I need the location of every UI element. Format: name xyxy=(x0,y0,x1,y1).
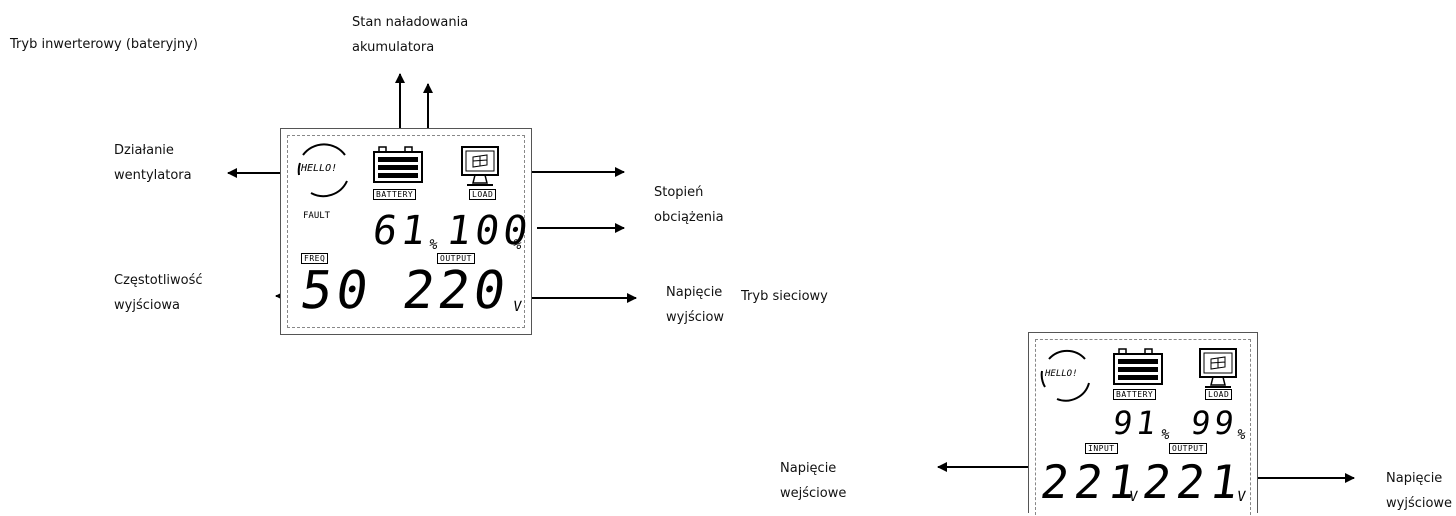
battery-tag: BATTERY xyxy=(1113,389,1157,400)
label-load: Stopień obciążenia xyxy=(654,185,724,225)
label-mains-mode: Tryb sieciowy xyxy=(741,289,828,304)
lcd-panel-mains: HELLO! BATTERY LOAD 91 % 99 % INPUT OUTP… xyxy=(1028,332,1258,515)
fault-indicator: FAULT xyxy=(303,211,331,221)
lcd-panel-border-2 xyxy=(1035,339,1251,515)
battery-level-readout: 91 xyxy=(1110,404,1163,442)
load-tag: LOAD xyxy=(469,189,497,200)
output-tag: OUTPUT xyxy=(1169,443,1207,454)
output-voltage-readout: 221 xyxy=(1139,455,1248,509)
lcd-panel-border xyxy=(287,135,525,328)
load-level-readout: 99 xyxy=(1188,404,1241,442)
lcd-panel-inverter: HELLO! FAULT BATTERY LOAD 61 % 100 % FRE… xyxy=(280,128,534,335)
load-monitor-icon xyxy=(1199,348,1237,388)
label-output-voltage: Napięcie wyjściow xyxy=(666,285,725,325)
output-voltage-readout: 220 xyxy=(398,261,514,321)
label-output-voltage-2: Napięcie wyjściowe xyxy=(1386,471,1453,511)
load-tag: LOAD xyxy=(1205,389,1233,400)
fan-ring-icon xyxy=(1040,349,1090,402)
battery-icon xyxy=(373,146,423,183)
label-input-voltage-2: Napięcie wejściowe xyxy=(780,461,847,501)
hello-text: HELLO! xyxy=(1045,369,1078,379)
battery-icon xyxy=(1113,348,1163,385)
output-frequency-readout: 50 xyxy=(296,261,376,321)
label-inverter-mode: Tryb inwerterowy (bateryjny) xyxy=(10,37,198,52)
battery-level-readout: 61 xyxy=(369,208,433,254)
label-battery-charge: Stan naładowania akumulatora xyxy=(352,15,469,55)
fan-ring-icon xyxy=(297,143,348,198)
hello-text: HELLO! xyxy=(301,163,338,174)
output-tag: OUTPUT xyxy=(437,253,475,264)
input-tag: INPUT xyxy=(1085,443,1118,454)
freq-tag: FREQ xyxy=(301,253,329,264)
load-monitor-icon xyxy=(461,146,499,186)
battery-tag: BATTERY xyxy=(373,189,417,200)
label-output-frequency: Częstotliwość wyjściowa xyxy=(114,273,203,313)
label-fan: Działanie wentylatora xyxy=(114,143,192,183)
